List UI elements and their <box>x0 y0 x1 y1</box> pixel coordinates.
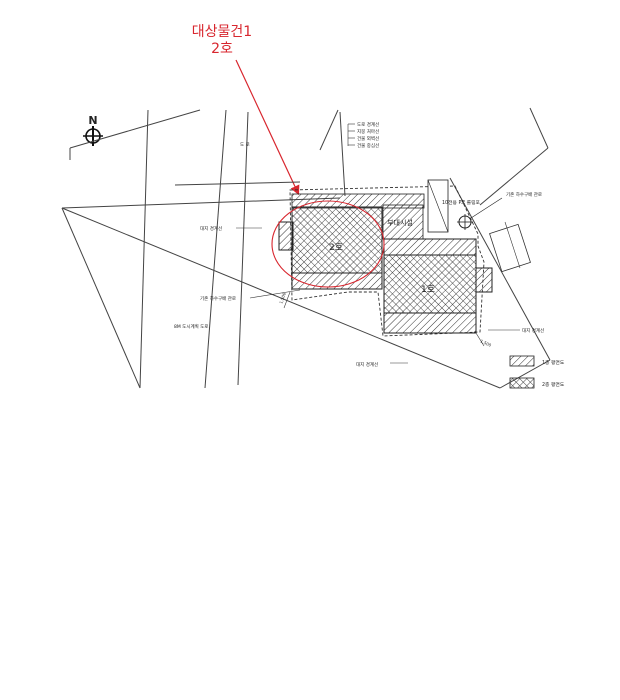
label-legend-b: 지붕 처마선 <box>357 128 379 135</box>
label-legend-d: 건물 중심선 <box>357 142 379 149</box>
label-sewer-mid: 기존 하수구배 관로 <box>200 295 236 302</box>
label-annex: 부대시설 <box>387 219 413 227</box>
label-building-2: 2호 <box>329 242 343 253</box>
annotation-arrow <box>235 59 300 196</box>
leader-lines <box>236 123 520 364</box>
label-sewer-top: 기존 하수구배 관로 <box>506 191 542 198</box>
pole-symbol-icon <box>457 197 503 230</box>
annotation-subtitle: 2호 <box>211 41 233 57</box>
parcel-lines <box>61 107 551 389</box>
svg-text:N: N <box>88 114 97 127</box>
label-site-right: 대지 경계선 <box>522 327 544 334</box>
building-1 <box>383 238 493 334</box>
label-site-left: 대지 경계선 <box>200 225 222 232</box>
label-legend-a: 도로 경계선 <box>357 121 379 128</box>
label-ref-pole: 10전용 P.E 롤링포 <box>442 199 481 206</box>
label-building-1: 1호 <box>421 284 435 295</box>
legend-swatch-floor2 <box>509 377 535 389</box>
legend: 1층 평면도 2층 평면도 <box>509 355 565 389</box>
label-legend-c: 건물 외벽선 <box>357 135 379 142</box>
label-site-bottom: 대지 경계선 <box>356 361 378 368</box>
label-city-road: 8M 도시계획 도로 <box>174 323 208 330</box>
site-boundary <box>289 185 485 337</box>
north-arrow-icon: N <box>83 114 103 146</box>
building-2 <box>278 206 383 290</box>
label-dim-left: 1,500 <box>278 291 287 304</box>
legend-label-floor1: 1층 평면도 <box>542 359 565 366</box>
annex-block <box>291 179 531 273</box>
highlight-ellipse <box>271 200 385 288</box>
annotation-title: 대상물건1 <box>192 24 252 40</box>
legend-label-floor2: 2층 평면도 <box>542 381 565 388</box>
label-road-center: 도 로 <box>240 142 250 148</box>
legend-swatch-floor1 <box>509 355 535 367</box>
label-dim-right: 1,500 <box>480 338 493 348</box>
